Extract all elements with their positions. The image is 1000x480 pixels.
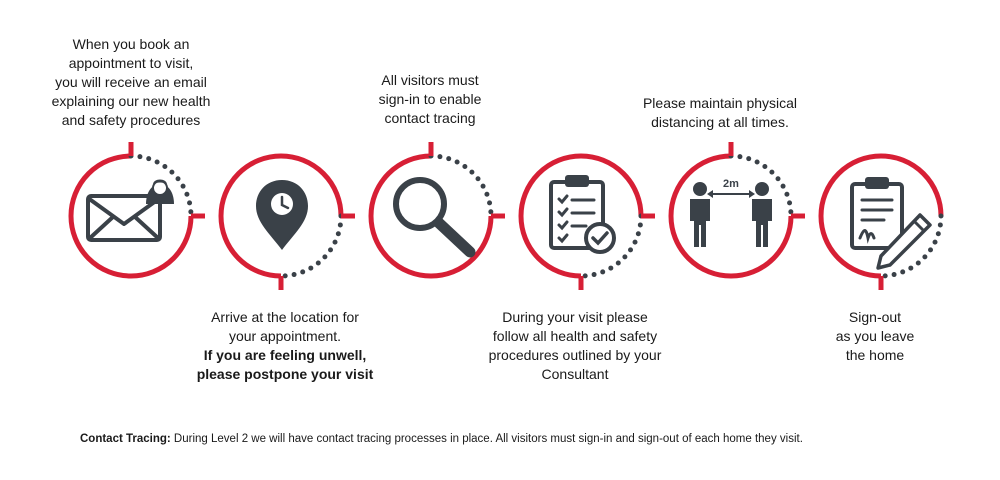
caption-line: contact tracing bbox=[384, 110, 476, 126]
step-ring-signin bbox=[368, 142, 505, 279]
step-signout-caption: Sign-out as you leave the home bbox=[800, 308, 950, 365]
caption-line: and safety procedures bbox=[61, 112, 201, 128]
caption-line: procedures outlined by your bbox=[488, 347, 662, 363]
caption-line: you will receive an email bbox=[55, 74, 207, 90]
ring-dots bbox=[128, 153, 194, 219]
caption-line: Sign-out bbox=[848, 309, 902, 325]
ring-arc bbox=[518, 153, 644, 279]
step-ring-distance bbox=[668, 142, 805, 279]
magnifier-icon bbox=[393, 177, 476, 258]
distancing-icon bbox=[690, 182, 772, 247]
step-distance-caption: Please maintain physical distancing at al… bbox=[610, 94, 830, 132]
ring-dots bbox=[428, 153, 494, 219]
caption-bold-line: please postpone your visit bbox=[196, 366, 374, 382]
caption-line: During your visit please bbox=[502, 309, 648, 325]
caption-line: as you leave bbox=[835, 328, 915, 344]
step-signin-caption: All visitors must sign-in to enable contac… bbox=[340, 71, 520, 128]
step-email-caption: When you book an appointment to visit, you… bbox=[31, 35, 231, 130]
step-ring-follow bbox=[518, 153, 655, 290]
caption-line: Please maintain physical bbox=[642, 95, 798, 111]
ring-dots bbox=[878, 213, 944, 279]
caption-line: When you book an bbox=[72, 36, 190, 52]
pen-icon bbox=[876, 213, 932, 270]
caption-line: distancing at all times. bbox=[651, 114, 789, 130]
caption-line: follow all health and safety bbox=[492, 328, 658, 344]
person-avatar-icon bbox=[146, 179, 174, 204]
caption-line: appointment to visit, bbox=[68, 55, 194, 71]
step-ring-arrive bbox=[218, 153, 355, 290]
footer-label: Contact Tracing: bbox=[80, 433, 171, 445]
ring-arc bbox=[368, 153, 494, 279]
caption-bold-line: If you are feeling unwell, bbox=[203, 347, 367, 363]
distance-label: 2m bbox=[723, 178, 739, 190]
caption-line: your appointment. bbox=[228, 328, 342, 344]
ring-arc bbox=[818, 153, 944, 279]
caption-line: Consultant bbox=[541, 366, 609, 382]
caption-line: Arrive at the location for bbox=[211, 309, 359, 325]
ring-arc bbox=[218, 153, 344, 279]
caption-line: the home bbox=[845, 347, 905, 363]
ring-dots bbox=[728, 153, 794, 219]
caption-line: explaining our new health bbox=[51, 93, 211, 109]
caption-line: sign-in to enable bbox=[378, 91, 482, 107]
ring-dots bbox=[578, 213, 644, 279]
caption-line: All visitors must bbox=[381, 72, 479, 88]
step-ring-email bbox=[68, 142, 205, 279]
ring-arc bbox=[68, 153, 194, 279]
step-ring-signout bbox=[818, 153, 944, 290]
footer-text: During Level 2 we will have contact trac… bbox=[170, 433, 803, 445]
sign-clipboard-icon bbox=[850, 177, 932, 270]
ring-arc bbox=[668, 153, 794, 279]
step-rings bbox=[68, 142, 944, 290]
email-icon bbox=[86, 194, 162, 242]
step-follow-caption: During your visit please follow all healt… bbox=[455, 308, 695, 384]
checklist-clipboard-icon bbox=[549, 175, 616, 254]
location-pin-icon bbox=[256, 180, 308, 250]
footer-note: Contact Tracing: During Level 2 we will … bbox=[80, 433, 803, 445]
ring-dots bbox=[278, 213, 344, 279]
step-arrive-caption: Arrive at the location for your appointme… bbox=[165, 308, 405, 384]
